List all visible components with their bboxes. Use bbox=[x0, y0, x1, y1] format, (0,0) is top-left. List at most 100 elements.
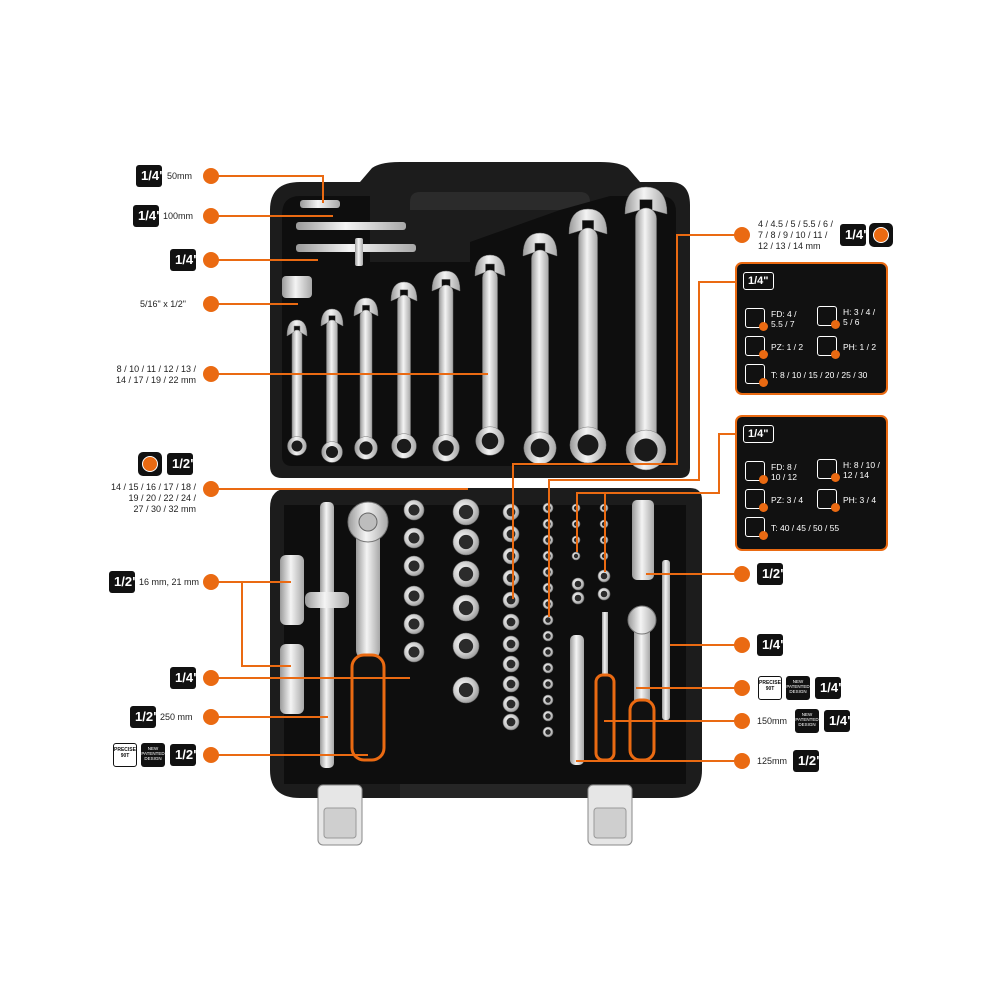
leader-line bbox=[322, 175, 324, 203]
bit-socket-sizes-label: 4 / 4.5 / 5 / 5.5 / 6 / 7 / 8 / 9 / 10 /… bbox=[758, 219, 834, 251]
socket bbox=[452, 676, 480, 704]
socket bbox=[502, 655, 520, 673]
callout-dot bbox=[734, 227, 750, 243]
leader-line bbox=[576, 492, 720, 494]
leader-line bbox=[218, 259, 318, 261]
socket bbox=[502, 525, 520, 543]
bit-panel-large: 1/4" FD: 8 / 10 / 12 H: 8 / 10 / 12 / 14… bbox=[735, 415, 888, 551]
spark-plug-sockets bbox=[280, 555, 304, 714]
torx-bit-icon bbox=[745, 364, 768, 387]
leader-line bbox=[218, 215, 333, 217]
leader-line bbox=[218, 488, 468, 490]
leader-line bbox=[218, 581, 243, 583]
leader-line bbox=[670, 644, 742, 646]
combination-wrench bbox=[431, 270, 461, 462]
wrench-sizes-label: 8 / 10 / 11 / 12 / 13 / 14 / 17 / 19 / 2… bbox=[115, 364, 196, 385]
leader-line bbox=[241, 581, 291, 583]
wrench-set bbox=[286, 186, 668, 471]
socket bbox=[542, 678, 554, 690]
drive-badge: 1/2" bbox=[793, 750, 822, 772]
size-label: 250 mm bbox=[160, 712, 193, 722]
leader-line bbox=[548, 479, 550, 617]
callout-dot bbox=[734, 713, 750, 729]
patented-design-logo: NEW PATENTED DESIGN bbox=[786, 676, 810, 700]
socket bbox=[542, 630, 554, 642]
torx-bit-icon bbox=[745, 517, 768, 540]
socket bbox=[542, 694, 554, 706]
pozidriv-bit-icon bbox=[745, 336, 768, 359]
socket bbox=[403, 527, 425, 549]
socket bbox=[571, 591, 585, 605]
callout-dot bbox=[734, 637, 750, 653]
leader-line bbox=[676, 234, 742, 236]
socket bbox=[502, 569, 520, 587]
combination-wrench bbox=[568, 208, 608, 464]
drive-badge: 1/4" bbox=[743, 425, 774, 443]
drive-badge: 1/4" bbox=[757, 634, 786, 656]
combination-wrench bbox=[353, 297, 379, 460]
size-label: 150mm bbox=[757, 716, 788, 726]
socket bbox=[403, 641, 425, 663]
socket bbox=[542, 710, 554, 722]
leader-line bbox=[218, 754, 368, 756]
socket bbox=[452, 560, 480, 588]
drive-badge: 1/4" bbox=[133, 205, 162, 227]
drive-badge: 1/4" bbox=[815, 677, 844, 699]
leader-line bbox=[548, 479, 700, 481]
t-bits: T: 8 / 10 / 15 / 20 / 25 / 30 bbox=[771, 370, 868, 380]
socket bbox=[597, 569, 611, 583]
fd-bits: FD: 4 / 5.5 / 7 bbox=[771, 309, 797, 329]
socket bbox=[502, 547, 520, 565]
socket bbox=[452, 498, 480, 526]
combination-wrench bbox=[320, 308, 344, 463]
combination-wrench bbox=[390, 281, 418, 459]
h-bits: H: 3 / 4 / 5 / 6 bbox=[843, 307, 876, 327]
hex-bit-icon bbox=[817, 306, 840, 329]
drive-badge: 1/2" bbox=[130, 706, 159, 728]
leader-line bbox=[636, 687, 742, 689]
drive-badge: 1/4" bbox=[743, 272, 774, 290]
combination-wrench bbox=[522, 232, 558, 465]
callout-dot bbox=[203, 168, 219, 184]
extension-base bbox=[570, 500, 670, 765]
leader-line bbox=[218, 373, 488, 375]
leader-line bbox=[718, 433, 736, 435]
precise-90t-logo: PRECISE 90T bbox=[758, 676, 782, 700]
socket bbox=[502, 503, 520, 521]
callout-dot bbox=[203, 670, 219, 686]
callout-dot bbox=[203, 574, 219, 590]
callout-dot bbox=[203, 747, 219, 763]
drive-badge: 1/2" bbox=[109, 571, 138, 593]
hex-bit-icon bbox=[817, 459, 840, 482]
callout-dot bbox=[203, 481, 219, 497]
callout-dot bbox=[203, 252, 219, 268]
ph-bits: PH: 1 / 2 bbox=[843, 342, 877, 352]
leader-line bbox=[512, 463, 514, 599]
drive-badge: 1/4" bbox=[170, 249, 199, 271]
phillips-bit-icon bbox=[817, 489, 840, 512]
drive-badge: 1/2" bbox=[167, 453, 196, 475]
socket bbox=[542, 726, 554, 738]
h-bits: H: 8 / 10 / 12 / 14 bbox=[843, 460, 880, 480]
pz-bits: PZ: 1 / 2 bbox=[771, 342, 804, 352]
leader-line bbox=[218, 303, 298, 305]
socket bbox=[502, 635, 520, 653]
t-bar bbox=[305, 502, 349, 768]
leader-line bbox=[218, 716, 328, 718]
socket bbox=[542, 662, 554, 674]
leader-line bbox=[646, 573, 742, 575]
combination-wrench bbox=[286, 319, 308, 456]
leader-line bbox=[218, 677, 410, 679]
size-label: 125mm bbox=[757, 756, 788, 766]
combination-wrench bbox=[474, 254, 506, 456]
extensions-lid bbox=[282, 200, 416, 298]
pozidriv-bit-icon bbox=[745, 489, 768, 512]
callout-dot bbox=[203, 709, 219, 725]
precise-90t-logo: PRECISE 90T bbox=[113, 743, 137, 767]
size-label: 16 mm, 21 mm bbox=[139, 577, 200, 587]
callout-dot bbox=[734, 753, 750, 769]
t-bits: T: 40 / 45 / 50 / 55 bbox=[771, 523, 840, 533]
drive-dial-icon bbox=[869, 223, 893, 247]
leader-line bbox=[604, 492, 606, 572]
size-label: 50mm bbox=[167, 171, 193, 181]
